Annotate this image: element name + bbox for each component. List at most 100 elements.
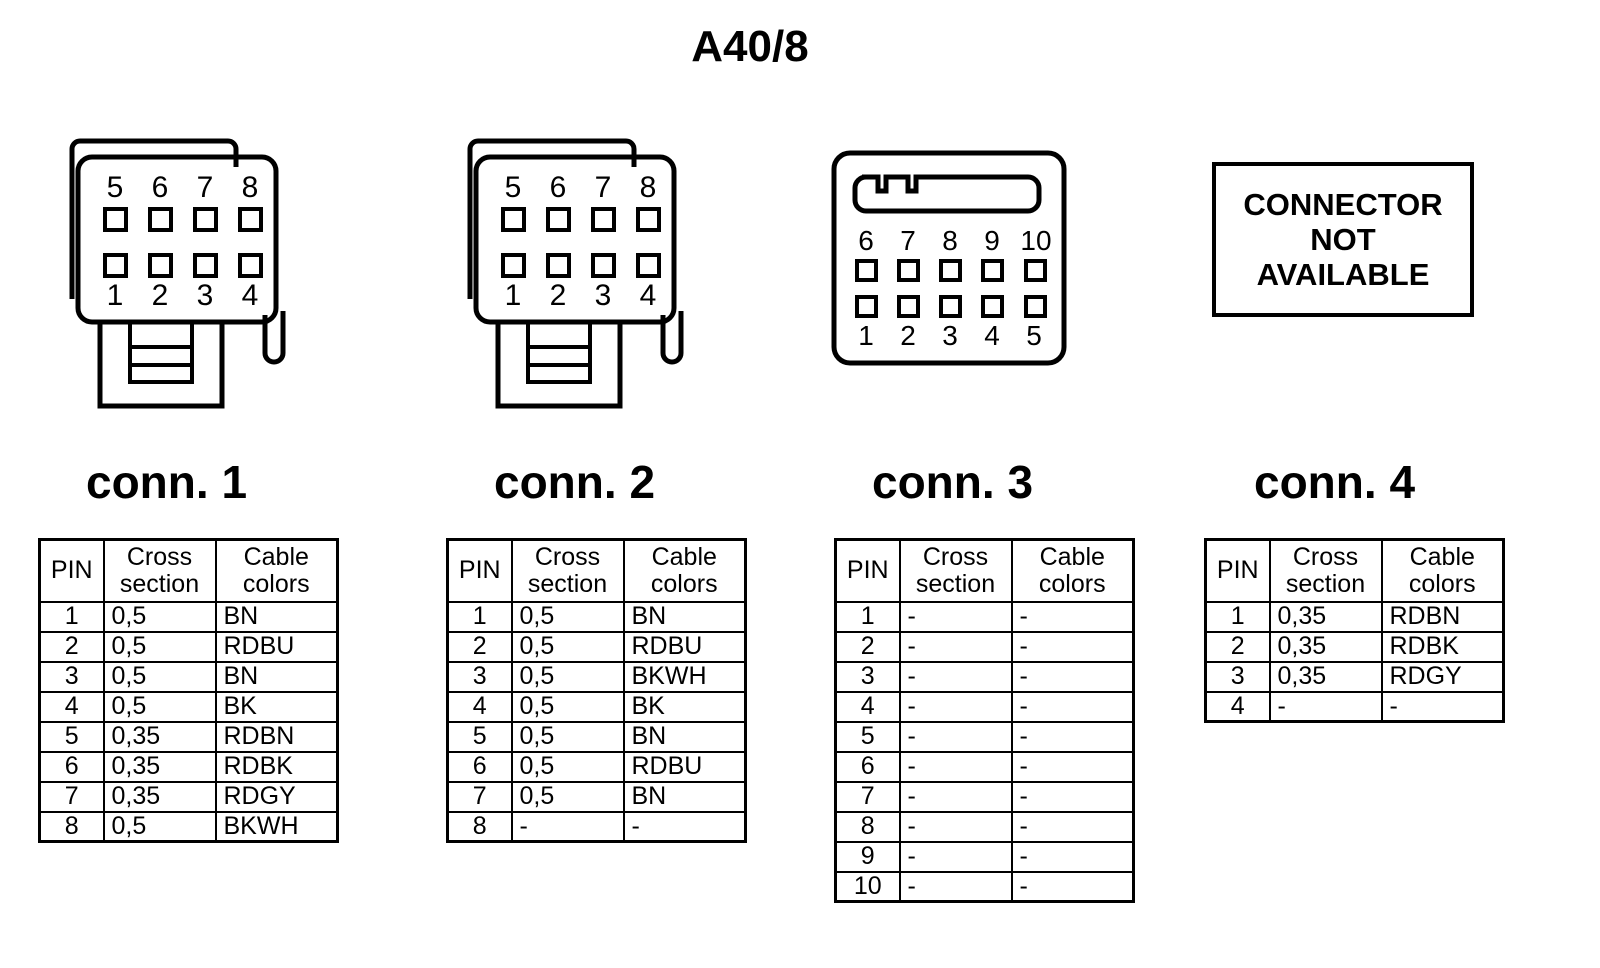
connector-2-pin-cavity-1 [501,253,526,278]
cell-cable-color: - [1010,630,1135,663]
cell-pin: 3 [834,660,901,693]
connector-1-pin-cavity-5 [103,207,128,232]
header-cs-line1: Cross [534,542,601,571]
cell-pin: 3 [38,660,105,693]
table-row: 4-- [1204,690,1505,723]
connector-3-keying-slot [852,174,1042,214]
header-cc-line2: colors [1038,569,1106,598]
header-pin: PIN [38,538,105,603]
cell-cable-color: BK [622,690,747,723]
cell-pin: 4 [38,690,105,723]
cell-cable-color: BN [214,660,339,693]
table-header-row: PIN Cross section Cable colors [446,538,747,603]
cell-cross-section: 0,5 [102,690,217,723]
connector-3-pin-cavity-9 [981,259,1004,282]
cell-cable-color: - [1010,810,1135,843]
cell-cross-section: - [898,600,1013,633]
notice-line-3: AVAILABLE [1256,257,1430,292]
connector-2-pin-cavity-3 [591,253,616,278]
cell-pin: 6 [834,750,901,783]
connector-2-pin-cavity-8 [636,207,661,232]
cell-pin: 6 [38,750,105,783]
connector-3-pin-label-9: 9 [984,225,1000,256]
connector-1-pin-label-7: 7 [197,171,214,204]
connector-1-pin-cavity-1 [103,253,128,278]
header-cross-section: Cross section [102,538,217,603]
connector-2-shroud-inner [526,320,592,384]
cell-cable-color: - [1010,750,1135,783]
cell-cross-section: - [898,840,1013,873]
cell-cross-section: 0,35 [102,750,217,783]
connector-2-top-flange [478,138,637,167]
cell-cable-color: BKWH [622,660,747,693]
cell-pin: 3 [1204,660,1271,693]
connector-2-pin-cavity-4 [636,253,661,278]
header-pin-line1: PIN [50,556,93,585]
header-pin-line1: PIN [846,556,889,585]
table-row: 7-- [834,780,1135,813]
table-row: 8-- [834,810,1135,843]
cell-pin: 7 [38,780,105,813]
connector-1-pin-cavity-3 [193,253,218,278]
cell-cross-section: 0,5 [102,630,217,663]
connector-1-pin-cavity-8 [238,207,263,232]
table-row: 8-- [446,810,747,843]
header-pin-line1: PIN [1216,556,1259,585]
connector-1-pin-label-6: 6 [152,171,169,204]
cell-cross-section: 0,5 [510,750,625,783]
cell-cross-section: - [898,810,1013,843]
cell-pin: 7 [446,780,513,813]
cell-pin: 7 [834,780,901,813]
connector-2-pin-cavity-5 [501,207,526,232]
connector-3-pin-label-5: 5 [1026,320,1042,351]
header-cross-section: Cross section [898,538,1013,603]
connector-3-caption: conn. 3 [872,456,1034,508]
connector-3-graphic: 6 7 8 9 10 1 2 3 4 5 [826,145,1076,370]
table-row: 5-- [834,720,1135,753]
cell-pin: 8 [38,810,105,843]
cell-pin: 4 [1204,690,1271,723]
connector-3-pin-label-1: 1 [858,320,874,351]
header-cc-line1: Cable [1039,542,1105,571]
connector-3-pin-cavity-2 [897,295,920,318]
cell-cable-color: - [1010,600,1135,633]
cell-pin: 1 [834,600,901,633]
cell-pin: 2 [38,630,105,663]
page-title: A40/8 [691,22,809,71]
header-cs-line1: Cross [126,542,193,571]
connector-2-pin-label-8: 8 [640,171,657,204]
cell-cross-section: 0,5 [102,600,217,633]
connector-2-graphic: 5 6 7 8 1 2 3 4 [458,125,718,420]
table-row: 3-- [834,660,1135,693]
connector-3-pin-cavity-4 [981,295,1004,318]
cell-pin: 4 [834,690,901,723]
connector-3-pin-label-3: 3 [942,320,958,351]
header-cs-line2: section [119,569,200,598]
connector-1-graphic: 5 6 7 8 1 2 3 4 [60,125,320,420]
cell-cross-section: - [898,660,1013,693]
connector-3-body [831,150,1067,366]
connector-1-pin-label-3: 3 [197,279,214,312]
cell-cross-section: 0,5 [510,600,625,633]
cell-cable-color: BKWH [214,810,339,843]
cell-pin: 3 [446,660,513,693]
connector-1-flange-left [69,138,81,299]
connector-2-flange-left [467,138,479,299]
cell-pin: 1 [446,600,513,633]
cell-pin: 8 [446,810,513,843]
header-cable-colors: Cable colors [1380,538,1505,603]
cell-cable-color: RDBK [1380,630,1505,663]
table-header-row: PIN Cross section Cable colors [834,538,1135,603]
connector-1-pin-label-2: 2 [152,279,169,312]
connector-1-pin-label-4: 4 [242,279,259,312]
connector-1-top-flange [80,138,239,167]
